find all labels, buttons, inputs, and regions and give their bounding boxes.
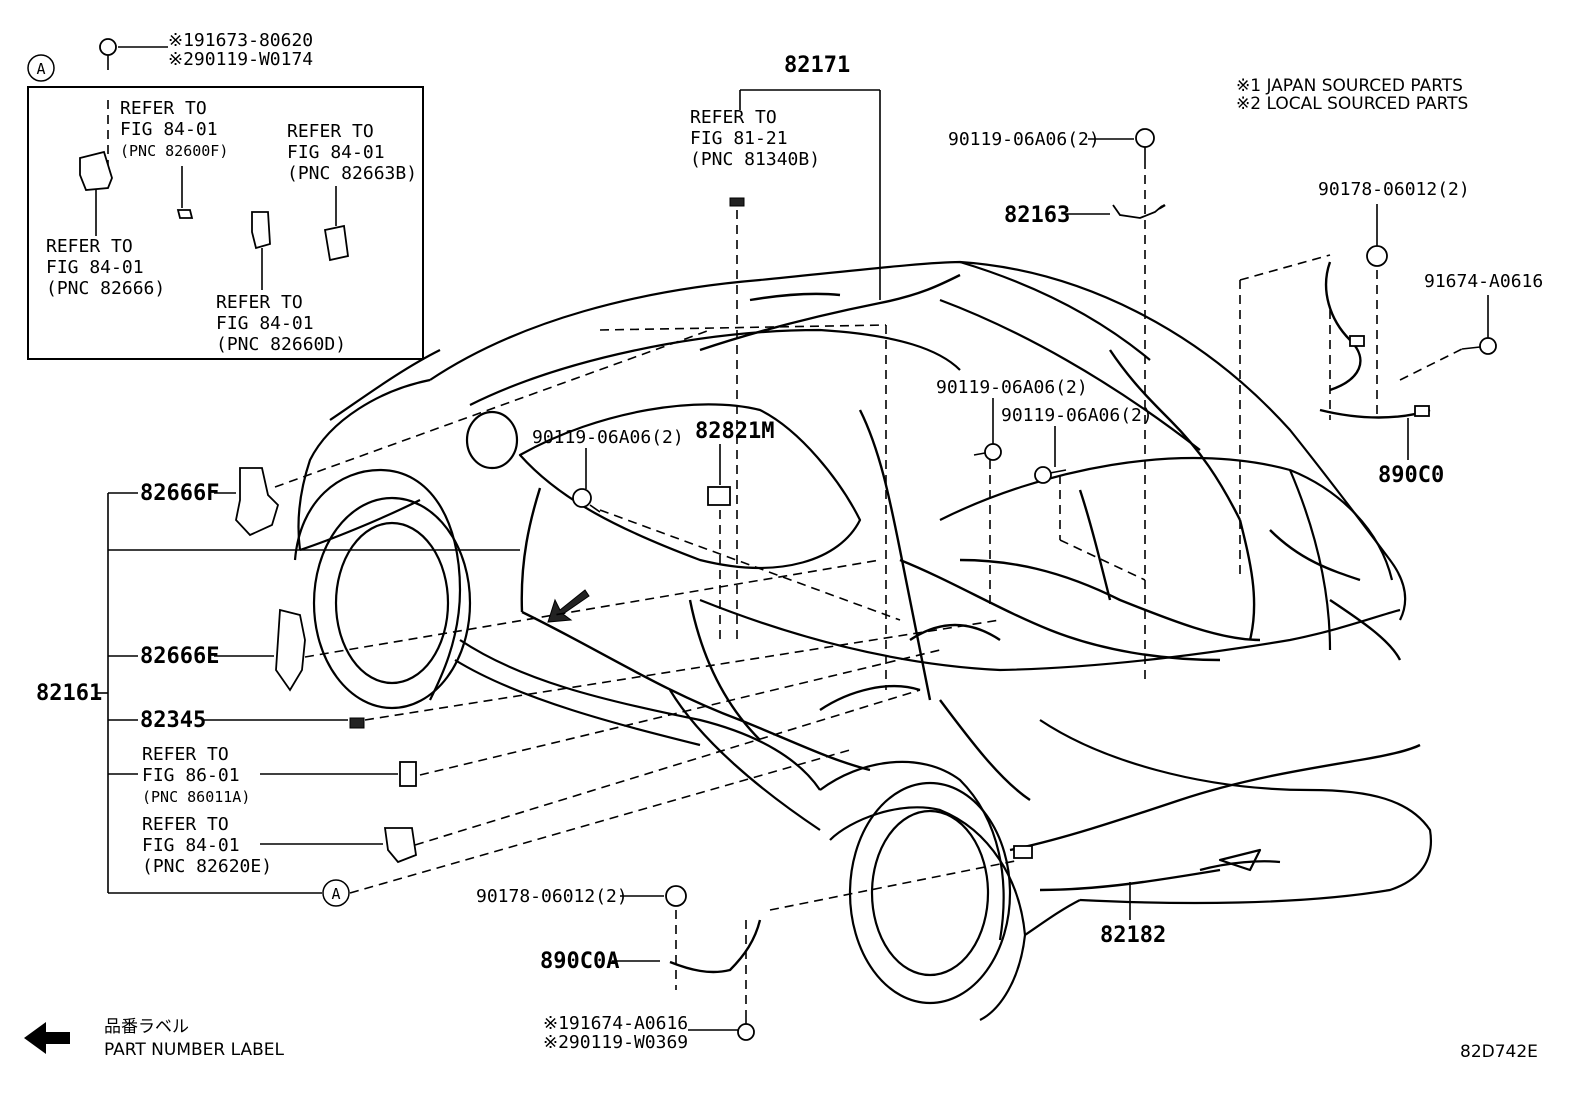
marker-a-circle <box>322 879 350 907</box>
ref-81-21-line2: FIG 81-21 <box>690 128 788 149</box>
inset-module-82666 <box>79 150 113 191</box>
label-bolt-bottom2: ※290119-W0369 <box>543 1032 688 1053</box>
legend: ※1 JAPAN SOURCED PARTS ※2 LOCAL SOURCED … <box>1236 76 1468 114</box>
inset-ref4-line2: FIG 84-01 <box>216 313 314 334</box>
label-890c0a: 890C0A <box>540 949 619 974</box>
callout-82171: 82171 <box>739 53 881 300</box>
inset-ref2-line1: REFER TO <box>287 121 374 142</box>
inset-ref2-line3: (PNC 82663B) <box>287 163 417 184</box>
ref-81-21-line1: REFER TO <box>690 107 777 128</box>
marker-a: A <box>331 885 340 903</box>
nut-right <box>1366 245 1388 267</box>
inset-part-82660d <box>251 211 271 250</box>
inset-ref3-line1: REFER TO <box>46 236 133 257</box>
bolt-left <box>572 488 601 513</box>
label-bolt-top: 90119-06A06(2) <box>948 129 1100 150</box>
label-bolt-right: 91674-A0616 <box>1424 271 1543 292</box>
dashed-assembly-lines <box>107 100 1463 1010</box>
label-bolt-mid1: 90119-06A06(2) <box>936 377 1088 398</box>
label-bolt-left: 90119-06A06(2) <box>532 427 684 448</box>
car-body-outline <box>293 260 1433 1021</box>
inset-box: A ※191673-80620 ※290119-W0174 REFER TO F… <box>27 30 424 360</box>
inset-ref4-line3: (PNC 82660D) <box>216 334 346 355</box>
label-nut-bottom: 90178-06012(2) <box>476 886 628 907</box>
inset-ref3-line3: (PNC 82666) <box>46 278 165 299</box>
footer-legend: 品番ラベル PART NUMBER LABEL 82D742E <box>24 1017 1538 1062</box>
ref-86-01-line3: (PNC 86011A) <box>142 788 250 806</box>
callout-82161-bracket <box>95 492 520 894</box>
label-82666e: 82666E <box>140 644 219 669</box>
bolt-bottom <box>737 1010 755 1041</box>
legend-note1: ※1 JAPAN SOURCED PARTS <box>1236 76 1463 96</box>
label-890c0: 890C0 <box>1378 463 1444 488</box>
wire-harness <box>520 203 1431 974</box>
callout-ref-81-21: REFER TO FIG 81-21 (PNC 81340B) <box>690 107 820 170</box>
nut-bottom <box>665 885 687 907</box>
inset-ref1-line2: FIG 84-01 <box>120 119 218 140</box>
inset-bolt-part1: ※191673-80620 <box>168 30 313 51</box>
label-82182: 82182 <box>1100 923 1166 948</box>
inset-bolt-part2: ※290119-W0174 <box>168 49 313 70</box>
label-bolt-bottom1: ※191674-A0616 <box>543 1013 688 1034</box>
footer-label-en: PART NUMBER LABEL <box>104 1040 284 1060</box>
label-bolt-mid2: 90119-06A06(2) <box>1001 405 1153 426</box>
ref-84-01-line3: (PNC 82620E) <box>142 856 272 877</box>
bolt-top <box>1135 128 1155 160</box>
label-82821m: 82821M <box>695 419 774 444</box>
inset-ref1-line1: REFER TO <box>120 98 207 119</box>
label-82345: 82345 <box>140 708 206 733</box>
bolt-right <box>1461 337 1497 355</box>
bolt-mid2 <box>1034 466 1067 484</box>
inset-part-82663b <box>323 224 350 262</box>
label-82666f: 82666F <box>140 481 219 506</box>
label-nut-right: 90178-06012(2) <box>1318 179 1470 200</box>
inset-ref4-line1: REFER TO <box>216 292 303 313</box>
left-arrow-icon <box>24 1022 70 1054</box>
inset-ref3-line2: FIG 84-01 <box>46 257 144 278</box>
ref-84-01-line1: REFER TO <box>142 814 229 835</box>
ref-86-01-line2: FIG 86-01 <box>142 765 240 786</box>
inset-marker-circle <box>27 54 55 82</box>
inset-clip-82600f <box>176 209 194 219</box>
label-82163: 82163 <box>1004 203 1070 228</box>
ref-86-01-line1: REFER TO <box>142 744 229 765</box>
small-parts <box>235 128 1497 1041</box>
inset-marker: A <box>36 60 45 78</box>
label-82161: 82161 <box>36 681 102 706</box>
bolt-mid1 <box>973 443 1002 461</box>
footer-label-jp: 品番ラベル <box>104 1017 189 1037</box>
legend-note2: ※2 LOCAL SOURCED PARTS <box>1236 94 1468 114</box>
ref-84-01-line2: FIG 84-01 <box>142 835 240 856</box>
inset-ref2-line2: FIG 84-01 <box>287 142 385 163</box>
label-82171: 82171 <box>784 53 850 78</box>
inset-ref1-line3: (PNC 82600F) <box>120 142 228 160</box>
figure-code: 82D742E <box>1460 1042 1538 1062</box>
ref-81-21-line3: (PNC 81340B) <box>690 149 820 170</box>
